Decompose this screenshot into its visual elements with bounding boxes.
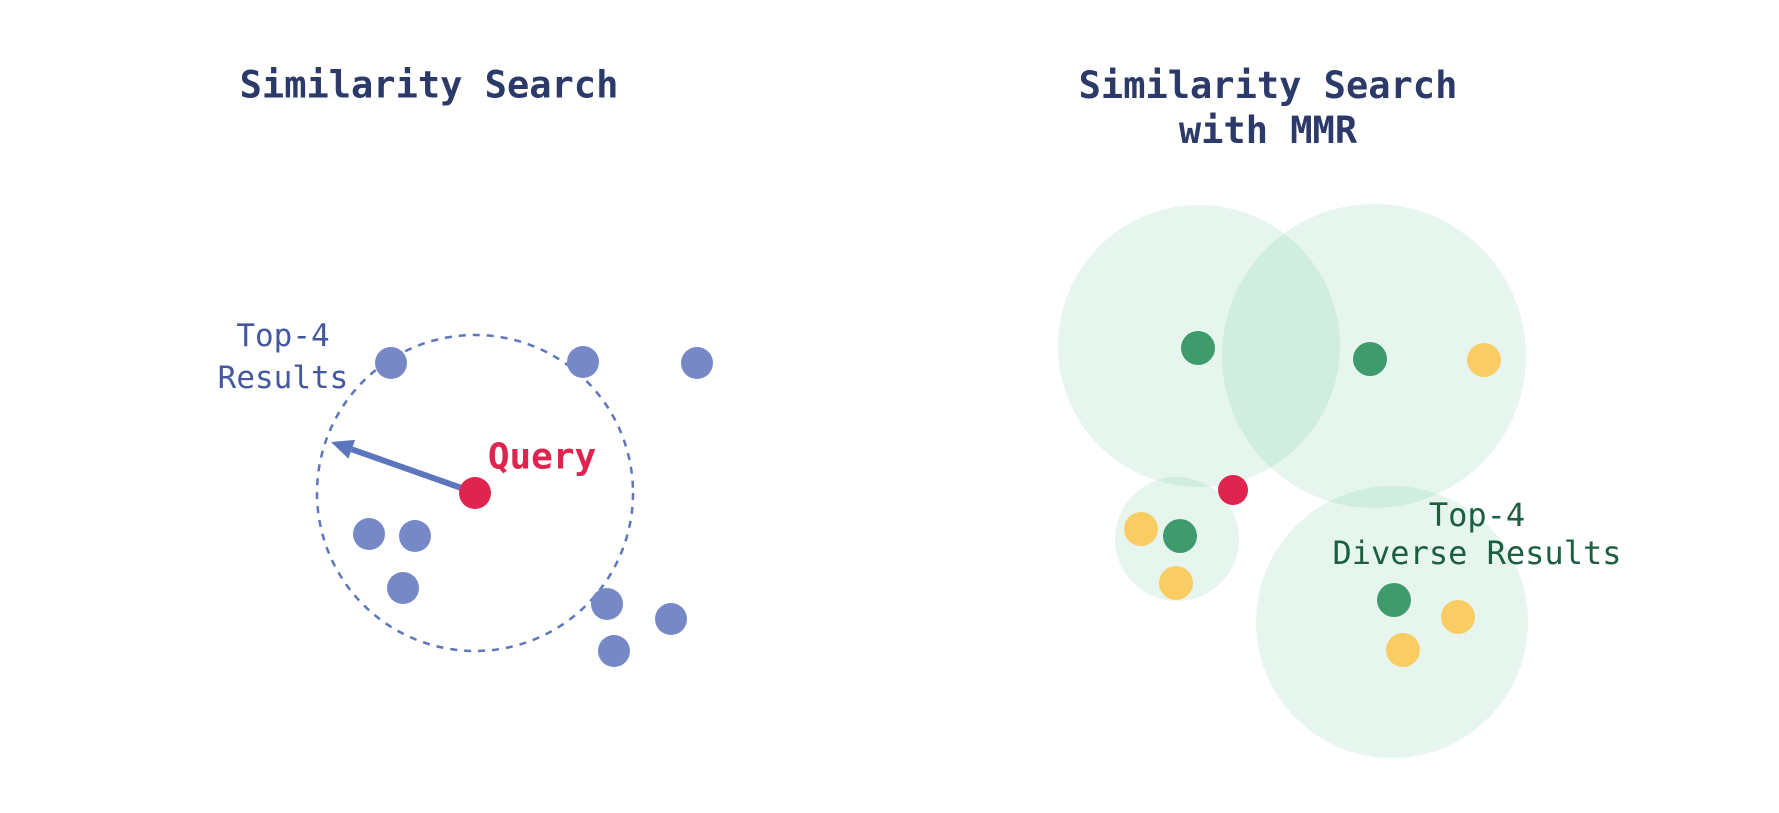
diverse-result-dot [1441, 600, 1475, 634]
top4-diverse-results-label-line2: Diverse Results [1332, 534, 1622, 572]
diversity-cluster-circle [1256, 486, 1528, 758]
candidate-dot [598, 635, 630, 667]
mmr-title: Similarity Search with MMR [1079, 63, 1458, 153]
candidate-dot [681, 347, 713, 379]
search-radius-circle [315, 333, 635, 653]
top4-diverse-results-label: Top-4 Diverse Results [1333, 496, 1622, 572]
similarity-search-title: Similarity Search [239, 63, 619, 107]
query-label: Query [487, 436, 597, 478]
candidate-dot [387, 572, 419, 604]
diverse-result-dot [1159, 566, 1193, 600]
candidate-dot [567, 346, 599, 378]
candidate-dot [591, 588, 623, 620]
diverse-result-dot [1467, 343, 1501, 377]
selected-result-dot [1377, 583, 1411, 617]
radius-arrow-shaft [350, 446, 471, 494]
diverse-result-dot [1124, 512, 1158, 546]
selected-result-dot [1163, 519, 1197, 553]
mmr-title-line2: with MMR [1178, 109, 1358, 152]
candidate-dot [399, 520, 431, 552]
query-dot [459, 477, 491, 509]
selected-result-dot [1181, 331, 1215, 365]
radius-arrow-head [331, 439, 356, 459]
diverse-result-dot [1386, 633, 1420, 667]
top4-results-label-line2: Results [217, 360, 349, 396]
top4-diverse-results-label-line1: Top-4 [1428, 496, 1526, 534]
candidate-dot [353, 518, 385, 550]
top4-results-label: Top-4 Results [218, 315, 349, 399]
query-dot [1218, 475, 1248, 505]
selected-result-dot [1353, 342, 1387, 376]
candidate-dot [375, 347, 407, 379]
candidate-dot [655, 603, 687, 635]
mmr-title-line1: Similarity Search [1078, 64, 1458, 107]
top4-results-label-line1: Top-4 [236, 318, 330, 354]
